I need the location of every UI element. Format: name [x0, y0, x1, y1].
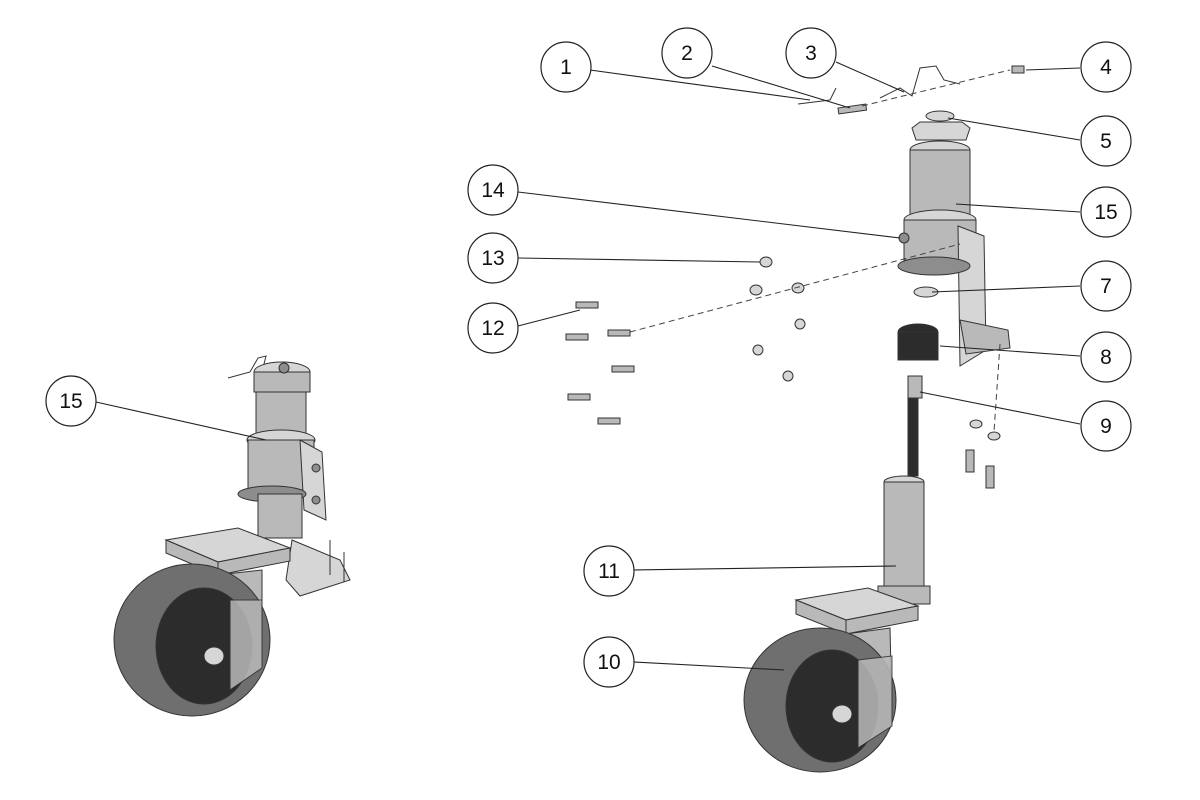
callout-5: 5 [1080, 115, 1132, 167]
leader-2 [711, 65, 851, 109]
callout-4-label: 4 [1100, 56, 1112, 79]
part-9-threaded-rod [907, 397, 919, 477]
assembled-jack-view [113, 355, 351, 717]
callout-2-label: 2 [681, 42, 693, 65]
part-15-bracket-foot [959, 319, 1011, 355]
leader-8 [939, 345, 1081, 357]
clamp-bolt-1 [311, 463, 321, 473]
part-15-washer [897, 256, 971, 276]
callout-8-label: 8 [1100, 346, 1112, 369]
washer-e [782, 370, 794, 382]
leader-4 [1025, 67, 1081, 71]
callout-3-label: 3 [805, 42, 817, 65]
callout-14-label: 14 [481, 179, 505, 202]
leader-7 [931, 285, 1081, 293]
bolt-c [607, 329, 631, 337]
bolt-b [565, 333, 589, 341]
part-15-tube [909, 149, 971, 221]
fork-leg [229, 599, 263, 691]
clamp-plate [299, 439, 327, 521]
bolt-g [965, 449, 975, 473]
callout-balloons: 1 2 3 4 5 14 15 13 [45, 27, 1132, 688]
leader-15a [955, 203, 1081, 213]
callout-9: 9 [1080, 400, 1132, 452]
part-12-bolt-set [565, 301, 635, 425]
callout-4: 4 [1080, 41, 1132, 93]
callout-11: 11 [583, 545, 635, 597]
loose-washers [749, 282, 1001, 489]
washer-g [987, 431, 1001, 441]
lower-tube [257, 493, 303, 539]
leader-14 [517, 191, 901, 239]
part-9-nut [907, 375, 923, 399]
part-8-bushing [897, 331, 939, 361]
callout-2: 2 [661, 27, 713, 79]
callout-14: 14 [467, 164, 519, 216]
part-10-fork-leg [857, 655, 893, 749]
part-14-nut [898, 232, 910, 244]
part-1-pin [797, 87, 837, 105]
callout-10: 10 [583, 636, 635, 688]
bolt-h [985, 465, 995, 489]
callout-15-assembled: 15 [45, 375, 97, 427]
leader-10 [633, 661, 785, 671]
top-collar [253, 371, 311, 393]
leader-13 [517, 257, 761, 263]
part-11-tube [883, 481, 925, 587]
part-5-washer [925, 110, 955, 122]
callout-12: 12 [467, 302, 519, 354]
part-3-crank [879, 65, 961, 99]
callout-1: 1 [540, 41, 592, 93]
mount-bracket [285, 539, 351, 597]
crank-handle [227, 355, 267, 379]
assembly-line-bracket [993, 343, 1001, 433]
washer-b [791, 282, 805, 294]
clamp-bolt-2 [311, 495, 321, 505]
leader-5 [947, 117, 1081, 141]
bolt-d [611, 365, 635, 373]
callout-7: 7 [1080, 260, 1132, 312]
bolt-e [567, 393, 591, 401]
callout-9-label: 9 [1100, 415, 1112, 438]
callout-1-label: 1 [560, 56, 572, 79]
leader-1 [589, 69, 811, 101]
part-10-plate-side [845, 605, 919, 635]
part-10-axle-nut [831, 704, 853, 724]
callout-10-label: 10 [597, 651, 620, 674]
leader-9 [919, 391, 1081, 425]
part-13-washer [759, 256, 773, 268]
axle-nut [203, 646, 225, 666]
callout-8: 8 [1080, 331, 1132, 383]
assembly-line-bolts [629, 243, 961, 333]
bolt-a [575, 301, 599, 309]
washer-f [969, 419, 983, 429]
leader-3 [835, 61, 905, 93]
washer-c [794, 318, 806, 330]
callout-11-label: 11 [598, 560, 620, 583]
callout-15-exploded-label: 15 [1094, 201, 1117, 224]
part-2-bolt [837, 103, 868, 115]
part-4-screw [1011, 65, 1025, 74]
washer-a [749, 284, 763, 296]
leader-11 [633, 565, 897, 571]
washer-d [752, 344, 764, 356]
callout-13: 13 [467, 232, 519, 284]
callout-15-assembled-label: 15 [59, 390, 82, 413]
callout-13-label: 13 [481, 247, 504, 270]
assembly-line-top [861, 69, 1011, 107]
callout-15-exploded: 15 [1080, 186, 1132, 238]
callout-12-label: 12 [481, 317, 504, 340]
callout-7-label: 7 [1100, 275, 1112, 298]
leader-12 [517, 309, 581, 327]
part-15-top [911, 121, 971, 141]
callout-3: 3 [785, 27, 837, 79]
exploded-jack-view [565, 65, 1025, 773]
callout-5-label: 5 [1100, 130, 1112, 153]
bolt-f [597, 417, 621, 425]
top-bolt [278, 362, 290, 374]
leader-15b [95, 401, 267, 441]
leader-lines [95, 61, 1081, 671]
